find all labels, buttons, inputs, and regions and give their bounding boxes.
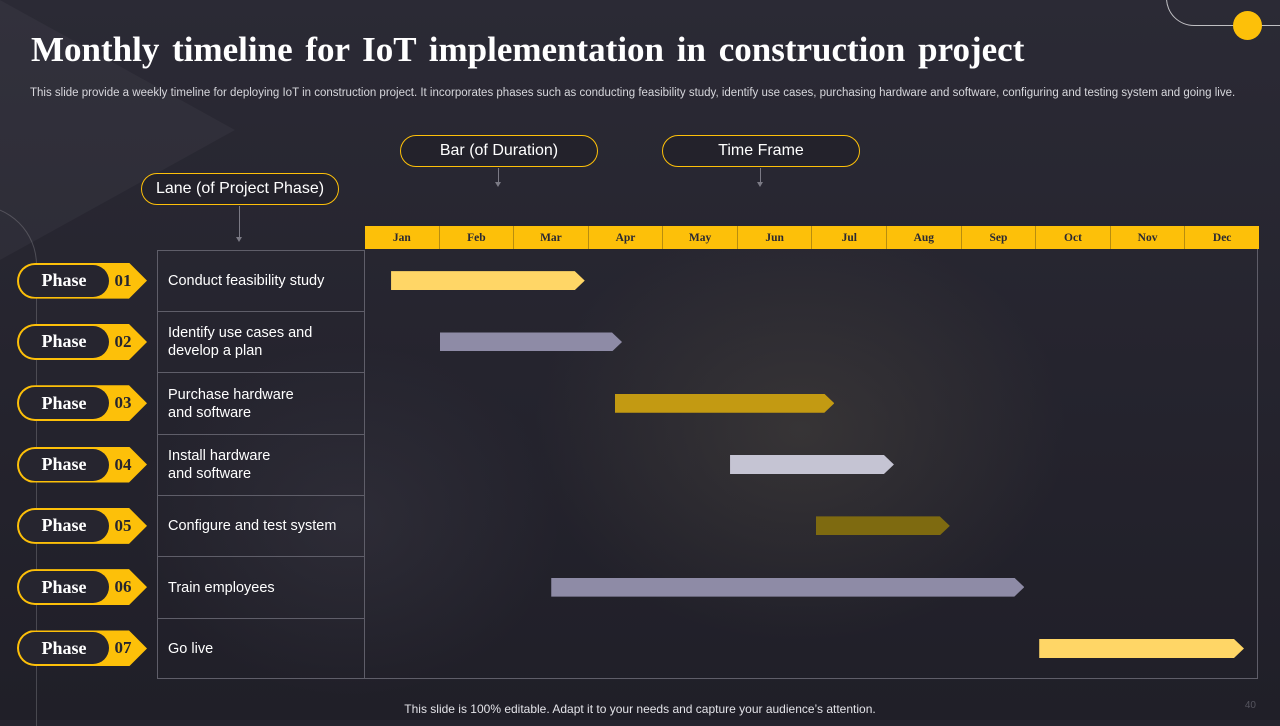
month-label-apr: Apr: [589, 226, 664, 249]
badge-phase-label: Phase: [19, 387, 109, 420]
phase-name: Train employees: [168, 579, 275, 596]
month-label-aug: Aug: [887, 226, 962, 249]
slide-subtitle: This slide provide a weekly timeline for…: [30, 87, 1236, 99]
badge-phase-label: Phase: [19, 325, 109, 358]
badge-phase-label: Phase: [19, 264, 109, 297]
phase-row-02: Identify use cases and develop a plan: [158, 312, 364, 374]
month-label-oct: Oct: [1036, 226, 1111, 249]
phase-name: Conduct feasibility study: [168, 273, 325, 289]
duration-bar-phase-01: [391, 271, 585, 290]
gantt-area: [365, 249, 1258, 679]
month-label-may: May: [663, 226, 738, 249]
bar-connector-arrow-icon: [495, 182, 501, 187]
month-label-feb: Feb: [440, 226, 515, 249]
timeframe-connector-arrow-icon: [757, 182, 763, 187]
legend-bar-label: Bar (of Duration): [400, 135, 598, 167]
page-number: 40: [1244, 700, 1256, 711]
phase-name: Go live: [168, 641, 214, 658]
month-label-jun: Jun: [738, 226, 813, 249]
badge-phase-number: 03: [114, 393, 132, 413]
legend-lane-label: Lane (of Project Phase): [141, 173, 339, 205]
duration-bar-phase-04: [730, 455, 894, 474]
month-label-jan: Jan: [365, 226, 440, 249]
phase-row-04: Install hardware and software: [158, 435, 364, 496]
phase-name: Configure and test system: [168, 518, 337, 535]
phase-row-01: Conduct feasibility study: [158, 251, 364, 312]
phase-name: Identify use cases and develop a plan: [168, 325, 313, 360]
badge-phase-label: Phase: [19, 448, 109, 481]
phase-row-05: Configure and test system: [158, 496, 364, 558]
badge-phase-number: 07: [114, 638, 132, 658]
phase-name: Install hardware and software: [168, 447, 271, 482]
lane-connector-arrow-icon: [236, 237, 242, 242]
month-label-dec: Dec: [1212, 231, 1232, 244]
footer-note: This slide is 100% editable. Adapt it to…: [404, 702, 876, 716]
month-label-jul: Jul: [812, 226, 888, 249]
decorative-dot: [1233, 11, 1262, 40]
duration-bar-phase-02: [440, 332, 623, 351]
phase-row-06: Train employees: [158, 558, 364, 619]
badge-phase-number: 05: [114, 515, 132, 535]
slide-title: Monthly timeline for IoT implementation …: [31, 30, 1025, 69]
decorative-corner-line: [1166, 0, 1280, 26]
badge-phase-number: 01: [114, 270, 132, 290]
duration-bar-phase-05: [816, 516, 950, 535]
lane-connector-line: [239, 206, 240, 237]
phase-name: Purchase hardware and software: [168, 386, 294, 421]
duration-bar-phase-07: [1039, 639, 1244, 658]
timeframe-connector-line: [760, 168, 761, 182]
badge-phase-number: 04: [114, 454, 132, 474]
month-label-nov: Nov: [1111, 226, 1186, 249]
badge-phase-label: Phase: [19, 571, 109, 604]
duration-bar-phase-03: [615, 394, 835, 413]
month-label-sep: Sep: [962, 226, 1037, 249]
badge-phase-label: Phase: [19, 632, 109, 665]
badge-phase-number: 02: [114, 331, 132, 351]
phase-row-03: Purchase hardware and software: [158, 374, 364, 435]
legend-timeframe-label: Time Frame: [662, 135, 860, 167]
phase-row-07: Go live: [158, 619, 364, 680]
badge-phase-number: 06: [114, 577, 132, 597]
duration-bar-phase-06: [551, 578, 1024, 597]
bar-connector-line: [498, 168, 499, 182]
badge-phase-label: Phase: [19, 509, 109, 542]
month-label-mar: Mar: [514, 226, 589, 249]
